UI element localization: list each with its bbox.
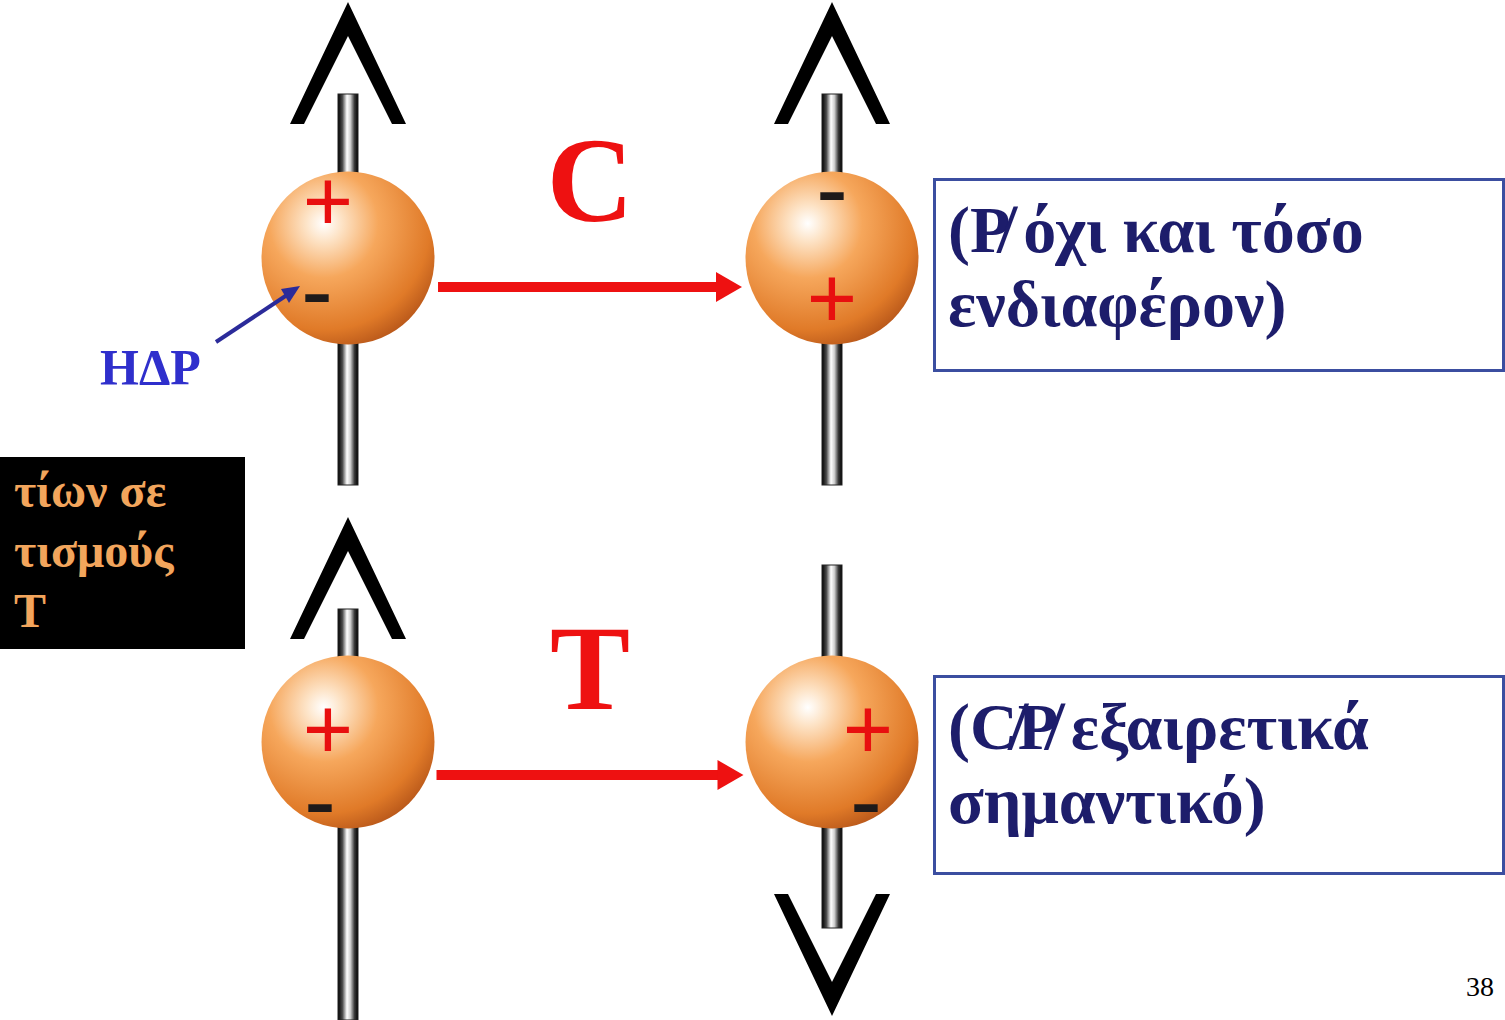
spin-head [774,894,890,1016]
arrow-head [716,272,742,302]
arrow-shaft [438,282,718,292]
spin-head [290,2,406,124]
note-box: (C̸P̸ εξαιρετικά σημαντικό) [933,675,1505,875]
leader-line [216,295,287,342]
note-text: (P̸ όχι και τόσο ενδιαφέρον) [948,193,1490,341]
charge-sign: + [302,157,353,247]
title-fragment: τίων σε τισμούς T [14,461,196,641]
charge-sign: - [817,143,847,233]
spin-head [774,2,890,124]
charge-sign: + [806,254,857,344]
particle-sphere: +- [745,655,919,829]
note-box: τίων σε τισμούς T [0,457,245,649]
arrow-head [718,760,744,790]
leader-head [281,286,300,303]
particle-sphere: +- [261,655,435,829]
transform-symbol: C [547,121,634,241]
page-number: 38 [1466,972,1494,1003]
arrow-shaft [436,770,719,780]
charge-sign: - [851,755,881,845]
sphere-body [262,656,435,829]
transform-arrow [436,760,743,790]
transform-symbol: T [550,609,630,729]
charge-sign: - [302,245,332,335]
connectors [436,272,743,790]
sphere-body [746,656,919,829]
charge-sign: - [305,755,335,845]
dipole-label: ΗΔΡ [100,340,201,395]
spin-head [290,517,406,639]
transform-arrow [438,272,742,302]
note-text: (C̸P̸ εξαιρετικά σημαντικό) [948,690,1490,838]
note-box: (P̸ όχι και τόσο ενδιαφέρον) [933,178,1505,372]
particle-sphere: -+ [745,171,919,345]
particle-sphere: +- [261,171,435,345]
